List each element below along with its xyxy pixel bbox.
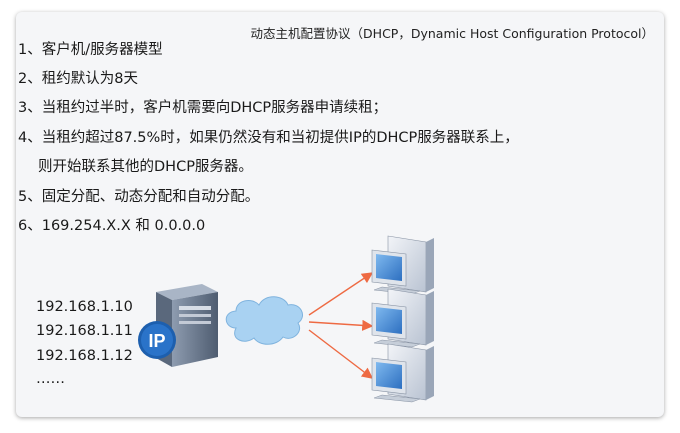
dhcp-network-diagram: IP (138, 235, 434, 403)
point-number: 4、 (18, 130, 42, 146)
point-item: 3、当租约过半时，客户机需要向DHCP服务器申请续租； (18, 96, 387, 117)
point-number: 3、 (18, 100, 42, 116)
ip-badge-label: IP (148, 331, 165, 351)
point-text: 当租约过半时，客户机需要向DHCP服务器申请续租； (41, 100, 388, 116)
point-text: 169.254.X.X 和 0.0.0.0 (41, 218, 206, 234)
ip-address: 192.168.1.12 (36, 348, 133, 364)
arrow-to-client-2 (308, 319, 374, 331)
point-item: 1、客户机/服务器模型 (18, 38, 163, 59)
client-computer-icon (371, 288, 434, 348)
client-computer-icon (371, 343, 434, 403)
point-text: 客户机/服务器模型 (41, 42, 163, 58)
point-text: 租约默认为8天 (41, 71, 138, 87)
point-number: 6、 (18, 218, 42, 234)
point-item: 4、当租约超过87.5%时，如果仍然没有和当初提供IP的DHCP服务器联系上， (18, 126, 519, 147)
slide-title: 动态主机配置协议（DHCP，Dynamic Host Configuration… (250, 26, 654, 41)
point-item: 6、169.254.X.X 和 0.0.0.0 (18, 214, 205, 235)
slide: 动态主机配置协议（DHCP，Dynamic Host Configuration… (16, 12, 664, 417)
ip-badge-icon: IP (138, 321, 176, 359)
arrow-to-client-1 (308, 272, 374, 316)
point-item-continuation: 则开始联系其他的DHCP服务器。 (38, 155, 253, 176)
arrow-to-client-3 (308, 329, 374, 379)
point-item: 5、固定分配、动态分配和自动分配。 (18, 185, 259, 206)
ip-address-ellipsis: …… (36, 371, 65, 387)
point-item: 2、租约默认为8天 (18, 67, 138, 88)
ip-address: 192.168.1.11 (36, 323, 133, 339)
point-number: 5、 (18, 189, 42, 205)
point-text: 则开始联系其他的DHCP服务器。 (38, 159, 253, 175)
point-text: 固定分配、动态分配和自动分配。 (41, 189, 260, 205)
point-number: 1、 (18, 42, 42, 58)
point-number: 2、 (18, 71, 42, 87)
ip-address: 192.168.1.10 (36, 299, 133, 315)
cloud-icon (225, 296, 303, 345)
point-text: 当租约超过87.5%时，如果仍然没有和当初提供IP的DHCP服务器联系上， (41, 130, 519, 146)
client-computer-icon (371, 235, 434, 295)
